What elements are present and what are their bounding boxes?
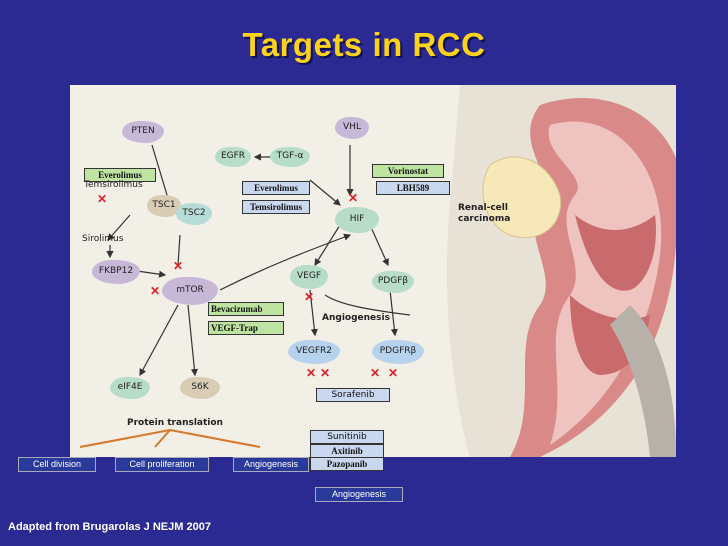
inhibit-mark-tsc: ✕ bbox=[97, 192, 108, 206]
vorinostat-box: Vorinostat bbox=[372, 164, 444, 178]
vegf-label: VEGF bbox=[297, 271, 321, 281]
axitinib-box: Axitinib bbox=[310, 444, 384, 457]
protein-translation-label: Protein translation bbox=[127, 418, 223, 428]
mtor-label: mTOR bbox=[176, 285, 204, 295]
angiogenesis-center-label: Angiogenesis bbox=[322, 313, 390, 323]
pazopanib-box: Pazopanib bbox=[310, 457, 384, 471]
vegf-trap-box: VEGF-Trap bbox=[208, 321, 284, 335]
egfr-shape bbox=[215, 147, 251, 167]
vegfr2-shape bbox=[288, 340, 340, 364]
inhibit-mark-mtor-left: ✕ bbox=[150, 284, 161, 298]
mtor-shape bbox=[162, 277, 218, 305]
everolimus-mid-box: Everolimus bbox=[242, 181, 310, 195]
inhibit-mark-hif: ✕ bbox=[348, 191, 359, 205]
pdgfrb-shape bbox=[372, 340, 424, 364]
renal-cell-label: Renal-cell bbox=[458, 203, 508, 213]
inhibit-mark-pdgfrb-left: ✕ bbox=[370, 366, 381, 380]
tgf-label: TGF-α bbox=[276, 151, 304, 161]
eif4e-shape bbox=[110, 377, 150, 399]
pten-label: PTEN bbox=[131, 126, 155, 136]
outcome-angiogenesis-left: Angiogenesis bbox=[233, 457, 309, 472]
hif-shape bbox=[335, 207, 379, 233]
pten-shape bbox=[122, 121, 164, 143]
fkbp12-label: FKBP12 bbox=[98, 266, 134, 276]
tsc2-label: TSC2 bbox=[182, 208, 206, 218]
tgf-shape bbox=[270, 147, 310, 167]
lbh589-box: LBH589 bbox=[376, 181, 450, 195]
tsc1-label: TSC1 bbox=[152, 200, 176, 210]
inhibit-mark-vegfr2-right: ✕ bbox=[320, 366, 331, 380]
kidney-illustration bbox=[446, 85, 676, 457]
inhibit-mark-vegf: ✕ bbox=[304, 290, 315, 304]
pdgfrb-label: PDGFRβ bbox=[379, 346, 417, 356]
inhibit-mark-mtor-top: ✕ bbox=[173, 259, 184, 273]
hif-label: HIF bbox=[349, 214, 365, 224]
eif4e-label: eIF4E bbox=[117, 382, 143, 392]
sirolimus-label: Sirolimus bbox=[82, 234, 124, 244]
pdgfb-label: PDGFβ bbox=[377, 276, 409, 286]
pathway-figure: PTEN VHL EGFR TGF-α TSC1 TSC2 Sirolimus … bbox=[70, 85, 676, 457]
tsc1-shape bbox=[147, 195, 181, 217]
source-footnote: Adapted from Brugarolas J NEJM 2007 bbox=[8, 521, 211, 533]
inhibit-mark-vegfr2-left: ✕ bbox=[306, 366, 317, 380]
vegf-shape bbox=[290, 265, 328, 289]
vhl-label: VHL bbox=[343, 122, 361, 132]
inhibit-mark-pdgfrb-right: ✕ bbox=[388, 366, 399, 380]
vegfr2-label: VEGFR2 bbox=[296, 346, 332, 356]
everolimus-left-box: Everolimus bbox=[84, 168, 156, 182]
outcome-angiogenesis-right: Angiogenesis bbox=[315, 487, 403, 502]
outcome-cell-proliferation: Cell proliferation bbox=[115, 457, 209, 472]
sunitinib-box: Sunitinib bbox=[310, 430, 384, 444]
slide-title: Targets in RCC bbox=[242, 26, 486, 63]
carcinoma-label: carcinoma bbox=[458, 214, 511, 224]
tsc2-shape bbox=[176, 203, 212, 225]
egfr-label: EGFR bbox=[220, 151, 246, 161]
pdgfb-shape bbox=[372, 271, 414, 293]
temsirolimus-mid-box: Temsirolimus bbox=[242, 200, 310, 214]
sorafenib-box: Sorafenib bbox=[316, 388, 390, 402]
vhl-shape bbox=[335, 117, 369, 139]
s6k-label: S6K bbox=[191, 382, 209, 392]
fkbp12-shape bbox=[92, 260, 140, 284]
temsirolimus-left-label: Temsirolimus bbox=[84, 180, 143, 190]
outcome-cell-division: Cell division bbox=[18, 457, 96, 472]
bevacizumab-box: Bevacizumab bbox=[208, 302, 284, 316]
s6k-shape bbox=[180, 377, 220, 399]
